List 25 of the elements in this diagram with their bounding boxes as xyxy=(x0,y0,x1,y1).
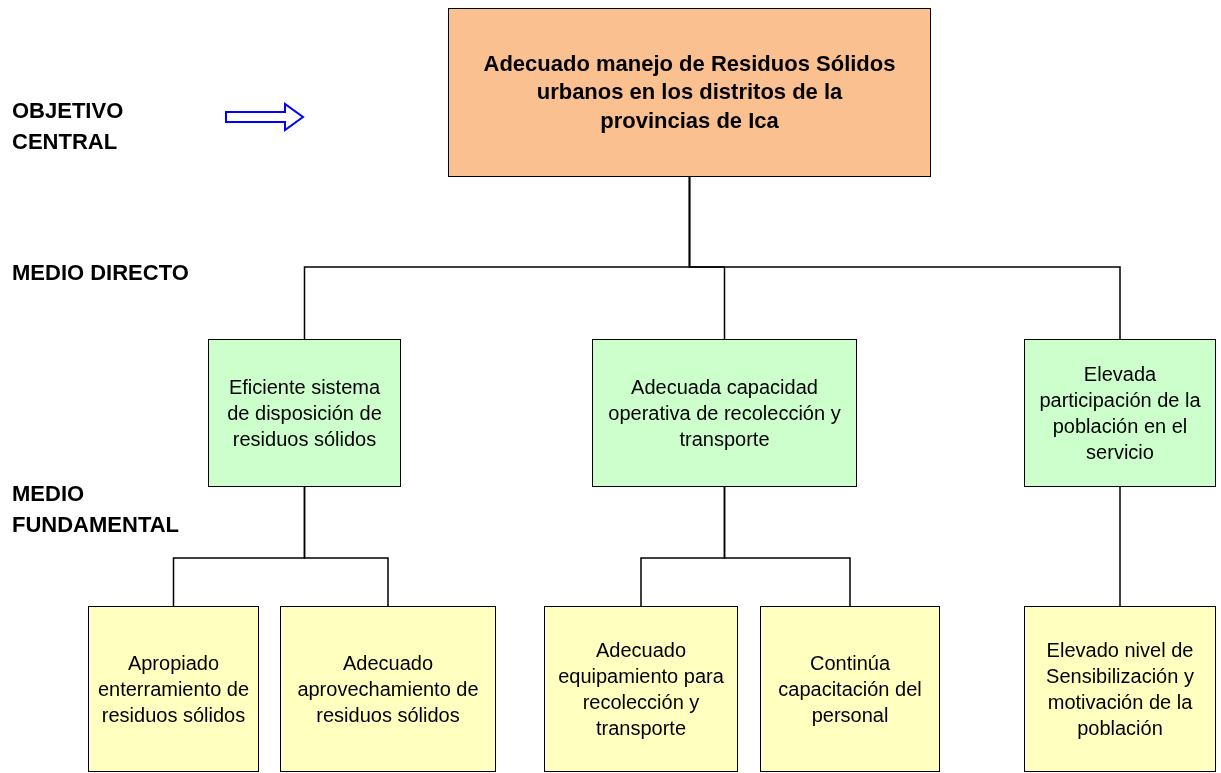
box-text: Adecuado equipamiento para recolección y transporte xyxy=(557,638,725,741)
fundamental-means-box xyxy=(88,606,259,772)
box-text: Adecuado manejo de Residuos Sólidos urbanos en los distritos de la provincias de Ica xyxy=(482,49,897,135)
fundamental-means-box xyxy=(544,606,738,772)
level-label: OBJETIVO CENTRAL xyxy=(12,97,125,156)
fundamental-means-box xyxy=(1024,606,1216,772)
direct-means-box xyxy=(1024,339,1216,487)
direct-means-box xyxy=(208,339,401,487)
connector-line xyxy=(723,486,851,607)
level-label: MEDIO FUNDAMENTAL xyxy=(12,480,180,539)
box-text: Eficiente sistema de disposición de residuos sólidos xyxy=(226,375,383,452)
box-text: Adecuada capacidad operativa de recolección y transporte xyxy=(607,375,842,452)
connector-line xyxy=(688,176,1121,340)
box-text: Apropiado enterramiento de residuos sólidos xyxy=(96,651,251,728)
level-label: MEDIO DIRECTO xyxy=(12,259,190,287)
box-text: Elevada participación de la población en el servicio xyxy=(1038,362,1202,465)
box-text: Continúa capacitación del personal xyxy=(777,651,923,728)
fundamental-means-box xyxy=(280,606,496,772)
box-text: Elevado nivel de Sensibilización y motivación de la población xyxy=(1045,638,1195,741)
connector-line xyxy=(303,486,389,607)
fundamental-means-box xyxy=(760,606,940,772)
objective-box xyxy=(448,8,931,177)
direct-means-box xyxy=(592,339,857,487)
connector-line xyxy=(1119,486,1121,607)
box-text: Adecuado aprovechamiento de residuos sólidos xyxy=(296,651,480,728)
